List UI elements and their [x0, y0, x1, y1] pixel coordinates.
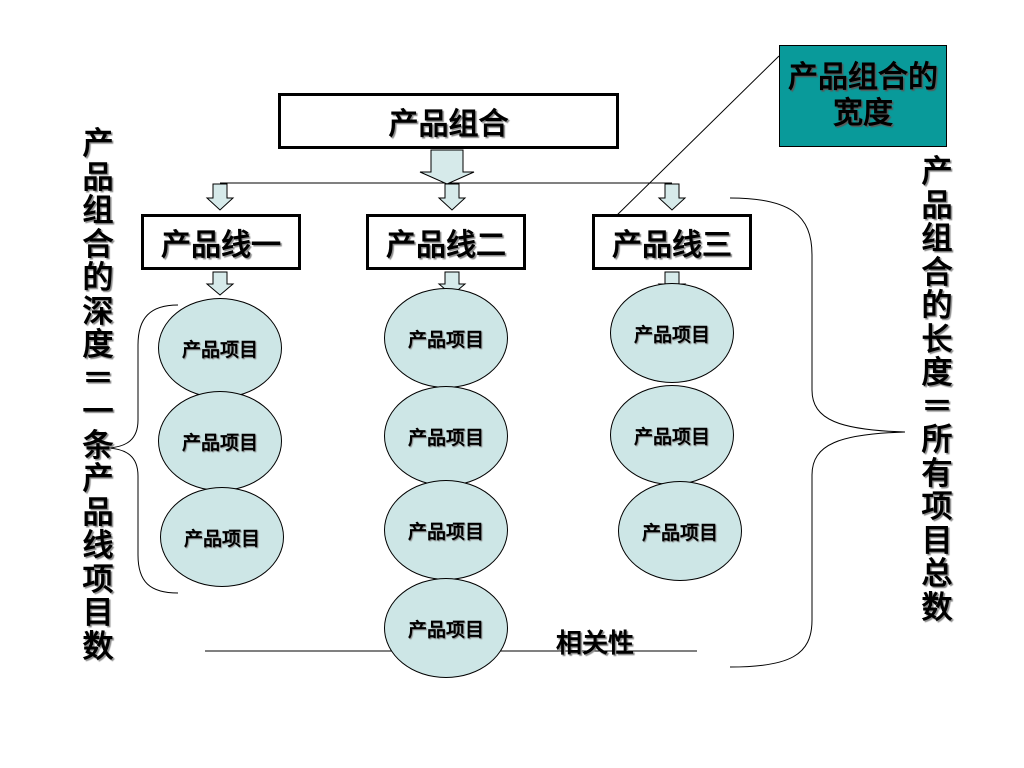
product-item: 产品项目: [158, 391, 282, 491]
root-down-arrow: [419, 149, 475, 185]
product-item: 产品项目: [384, 578, 508, 678]
product-line-three-box: 产品线三: [592, 214, 752, 270]
product-item: 产品项目: [384, 480, 508, 580]
product-item: 产品项目: [384, 386, 508, 486]
length-brace: [729, 197, 906, 668]
product-mix-box: 产品组合: [278, 93, 619, 149]
product-line-two-box: 产品线二: [366, 214, 526, 270]
arrow-to-line-two: [437, 183, 467, 211]
width-pointer-line: [611, 55, 780, 221]
relevance-label: 相关性: [556, 629, 635, 659]
product-item: 产品项目: [610, 283, 734, 383]
mix-width-label: 产品组合的宽度: [779, 45, 947, 147]
product-item: 产品项目: [610, 385, 734, 485]
product-item: 产品项目: [384, 288, 508, 388]
mix-depth-label: 产品组合的深度＝一条产品线项目数: [82, 126, 114, 665]
depth-brace: [107, 304, 179, 594]
arrow-line-one-items: [205, 271, 235, 296]
product-line-one-box: 产品线一: [141, 214, 301, 270]
arrow-to-line-three: [657, 183, 687, 211]
product-item: 产品项目: [618, 481, 742, 581]
product-item: 产品项目: [160, 487, 284, 587]
mix-length-label: 产品组合的长度＝所有项目总数: [921, 154, 953, 626]
product-item: 产品项目: [158, 298, 282, 398]
arrow-to-line-one: [205, 183, 235, 211]
